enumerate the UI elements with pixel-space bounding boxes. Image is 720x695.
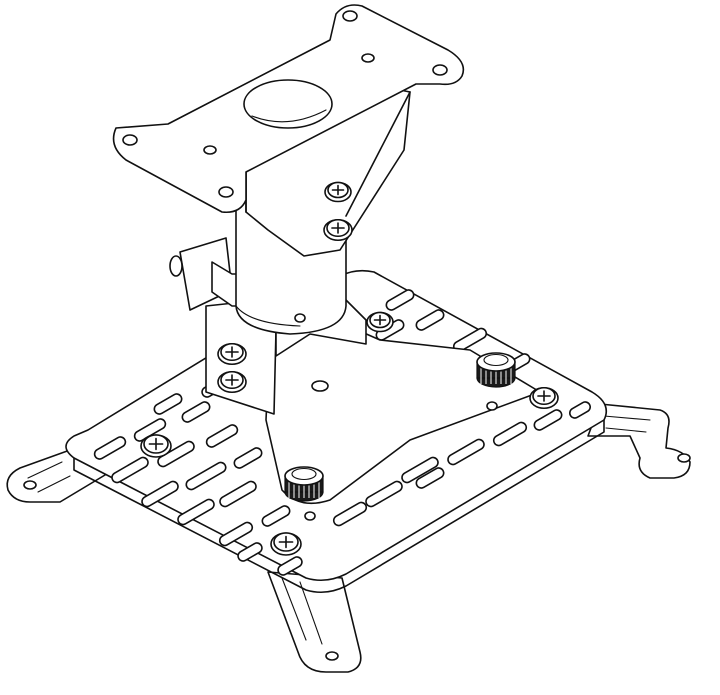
plate-slot: [261, 505, 291, 527]
knurled-knobs: [284, 352, 516, 502]
plate-slot: [533, 409, 563, 431]
plate-slot: [233, 447, 263, 469]
screw-icon: [323, 218, 353, 242]
plate-slot: [447, 438, 485, 466]
plate-slot: [93, 436, 127, 460]
plate-slot: [415, 309, 445, 331]
ceiling-flange-plate: [112, 4, 465, 214]
mounting-arm-right: [587, 403, 691, 479]
plate-slot: [401, 456, 439, 484]
knob-icon: [284, 466, 324, 502]
screw-icon: [140, 434, 172, 458]
screw-icon: [366, 311, 394, 333]
mounting-arm-front: [267, 571, 362, 673]
plate-slot: [569, 401, 591, 419]
knob-icon: [476, 352, 516, 388]
plate-slot: [492, 421, 528, 447]
adapter-base-plate: [65, 269, 608, 594]
plate-slot: [133, 418, 167, 442]
plate-slot: [185, 461, 227, 491]
plate-slot: [332, 501, 368, 527]
plate-slot: [157, 440, 195, 468]
plate-slot: [181, 401, 211, 423]
plate-slot: [277, 556, 303, 576]
plate-slot: [153, 393, 183, 415]
plate-slot: [219, 480, 257, 508]
phillips-screws: [140, 181, 559, 556]
screw-icon: [217, 342, 247, 366]
plate-slot: [218, 521, 254, 547]
plate-slot: [365, 480, 403, 508]
plate-slot: [111, 456, 149, 484]
plate-slot: [237, 542, 263, 562]
screw-icon: [324, 181, 352, 203]
plate-slot: [141, 480, 179, 508]
plate-slot: [177, 498, 215, 526]
screw-icon: [217, 370, 247, 394]
plate-slot: [415, 467, 445, 489]
plate-slot: [205, 424, 239, 448]
plate-slot: [385, 289, 415, 311]
screw-icon: [529, 386, 559, 410]
screw-icon: [270, 532, 302, 556]
